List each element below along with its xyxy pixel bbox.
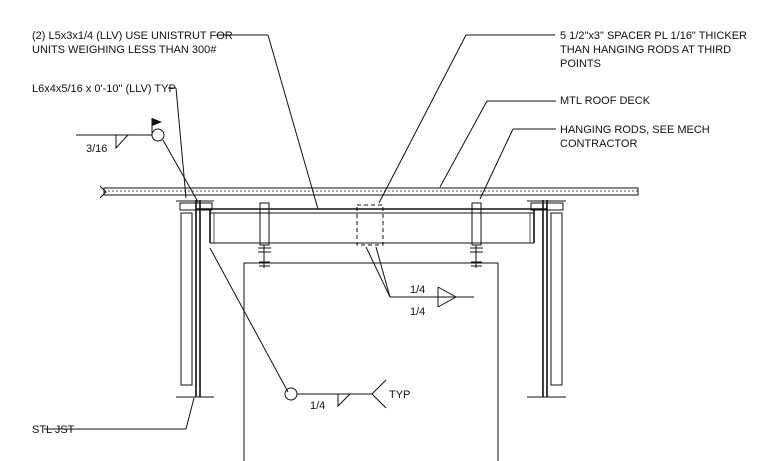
typ-weld-symbol xyxy=(284,379,387,409)
mechanical-unit xyxy=(243,262,499,461)
support-angle-frame xyxy=(196,208,547,244)
hanging-rods-note-line1: HANGING RODS, SEE MECH xyxy=(560,124,710,136)
field-weld-flag-icon xyxy=(152,118,162,126)
angle-note: L6x4x5/16 x 0'-10" (LLV) TYP xyxy=(32,83,176,95)
spacer-weld-symbol xyxy=(390,286,474,308)
spacer-weld-bottom: 1/4 xyxy=(410,306,425,318)
spacer-note-line3: POINTS xyxy=(560,58,601,70)
typ-weld-tail: TYP xyxy=(389,389,410,401)
unistrut-note-line2: UNITS WEIGHING LESS THAN 300# xyxy=(32,44,217,56)
field-weld-symbol xyxy=(76,118,165,150)
field-weld-size: 3/16 xyxy=(86,143,107,155)
hanging-rod-right xyxy=(470,202,483,268)
roof-deck-note: MTL ROOF DECK xyxy=(560,95,651,107)
typ-weld-size: 1/4 xyxy=(310,400,325,412)
spacer-note-line1: 5 1/2"x3" SPACER PL 1/16" THICKER xyxy=(560,30,747,42)
steel-joist-note: STL JST xyxy=(32,424,75,436)
spacer-plate xyxy=(356,204,384,246)
metal-roof-deck xyxy=(99,185,639,199)
spacer-weld-top: 1/4 xyxy=(410,284,425,296)
spacer-note-line2: THAN HANGING RODS AT THIRD xyxy=(560,44,731,56)
unistrut-note-line1: (2) L5x3x1/4 (LLV) USE UNISTRUT FOR xyxy=(32,30,233,42)
hanging-rod-left xyxy=(258,202,271,268)
steel-joist-right xyxy=(527,200,566,398)
leader-lines xyxy=(44,34,556,430)
hanging-rods-note-line2: CONTRACTOR xyxy=(560,138,637,150)
steel-joist-left xyxy=(176,200,214,398)
